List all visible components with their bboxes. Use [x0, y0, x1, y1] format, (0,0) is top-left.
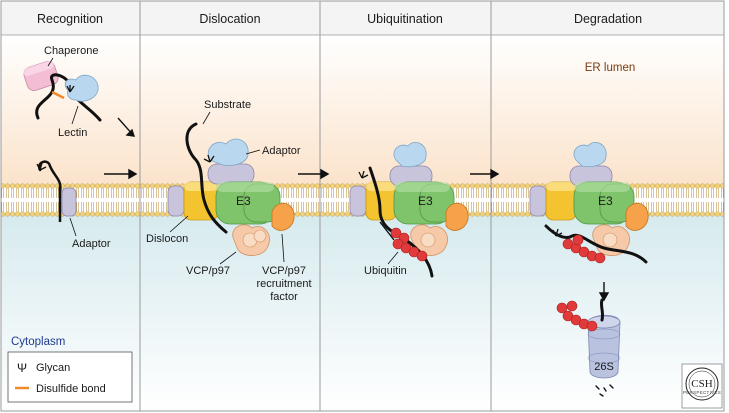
recognition-complex: [23, 60, 102, 122]
csh-badge-title: CSH: [691, 378, 712, 390]
ubiquitin-chain: [556, 300, 598, 332]
misfolded-substrate-chain: [35, 73, 102, 122]
legend-disulfide-label: Disulfide bond: [36, 383, 106, 395]
recruitment-factor-label-line3: factor: [270, 291, 298, 303]
panel-title-degradation: Degradation: [574, 12, 642, 26]
glycan-icon: [358, 170, 369, 179]
cytoplasm-label: Cytoplasm: [11, 336, 65, 348]
panel-title-recognition: Recognition: [37, 12, 103, 26]
adaptor-shape: [207, 163, 255, 185]
chaperone-label: Chaperone: [44, 45, 98, 57]
lectin-label: Lectin: [58, 127, 87, 139]
legend-glycan-label: Glycan: [36, 362, 70, 374]
recruitment-factor-shape: [625, 202, 649, 231]
glycan-icon: [203, 154, 215, 163]
lectin-shape: [207, 138, 249, 166]
adaptor-shape: [529, 185, 547, 217]
adaptor-shape: [349, 185, 367, 217]
lectin-shape: [393, 142, 427, 168]
glycan-icon: [36, 162, 47, 171]
recruitment-factor-shape: [445, 202, 469, 231]
recruitment-factor-label-line1: VCP/p97: [262, 265, 306, 277]
recruitment-factor-shape: [271, 202, 295, 231]
lectin-shape: [64, 74, 99, 102]
csh-badge-subtitle: PERSPECTIVES: [683, 390, 721, 395]
disulfide-bond-mark: [51, 90, 65, 100]
substrate-chain: [185, 122, 228, 234]
e3-label-ubiquitination: E3: [418, 194, 433, 208]
legend-box: [7, 351, 133, 403]
recruitment-factor-label-line2: recruitment: [256, 278, 311, 290]
csh-perspectives-badge: CSH PERSPECTIVES: [681, 363, 723, 409]
glycan-icon: [66, 85, 75, 93]
substrate-chain: [544, 224, 648, 264]
er-lumen-region: [1, 35, 724, 185]
ubiquitination-complex: [349, 142, 469, 278]
e3-label-dislocation: E3: [236, 194, 251, 208]
panel-title-ubiquitination: Ubiquitination: [367, 12, 443, 26]
recognition-adaptor: [36, 160, 77, 222]
adaptor-label-recognition: Adaptor: [72, 238, 111, 250]
panel-title-dislocation: Dislocation: [199, 12, 260, 26]
ubiquitin-label: Ubiquitin: [364, 265, 407, 277]
legend: Ψ Glycan Disulfide bond: [7, 351, 133, 403]
ubiquitin-chain: [390, 227, 428, 262]
header-band: [1, 1, 724, 35]
substrate-label: Substrate: [204, 99, 251, 111]
glycan-icon: [552, 228, 563, 237]
lectin-shape: [573, 142, 607, 168]
peptide-fragments: [595, 384, 614, 397]
dislocation-complex: [167, 122, 295, 256]
flow-arrow-to-proteasome: [598, 282, 610, 302]
adaptor-shape: [167, 185, 185, 217]
proteasome-26s: [556, 298, 621, 397]
substrate-entering: [599, 298, 605, 322]
proteasome-label: 26S: [594, 361, 614, 373]
flow-arrows: [104, 117, 500, 180]
degradation-complex: [529, 142, 649, 264]
ubiquitin-chain: [562, 234, 606, 264]
adaptor-shape: [61, 187, 77, 217]
glycan-icon: Ψ: [17, 361, 27, 375]
dislocon-label: Dislocon: [146, 233, 188, 245]
vcp-label: VCP/p97: [186, 265, 230, 277]
adaptor-label-dislocation: Adaptor: [262, 145, 301, 157]
e3-label-degradation: E3: [598, 194, 613, 208]
er-lumen-label: ER lumen: [585, 62, 636, 74]
